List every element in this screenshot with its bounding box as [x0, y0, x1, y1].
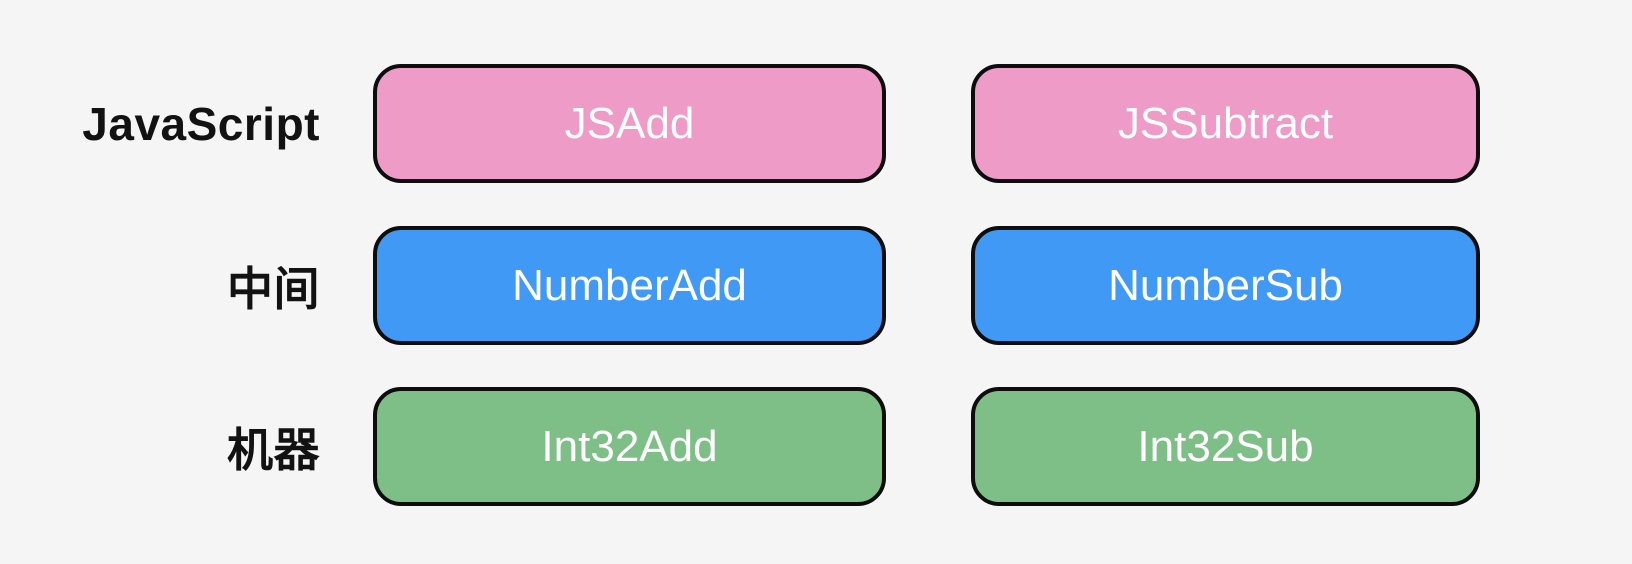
node-int32sub: Int32Sub — [971, 387, 1480, 506]
node-numberadd: NumberAdd — [373, 226, 886, 345]
node-int32add: Int32Add — [373, 387, 886, 506]
node-jsadd: JSAdd — [373, 64, 886, 183]
node-jssubtract: JSSubtract — [971, 64, 1480, 183]
row-label-machine: 机器 — [227, 423, 320, 476]
row-label-javascript: JavaScript — [82, 97, 320, 150]
node-numbersub: NumberSub — [971, 226, 1480, 345]
row-label-intermediate: 中间 — [227, 262, 320, 315]
